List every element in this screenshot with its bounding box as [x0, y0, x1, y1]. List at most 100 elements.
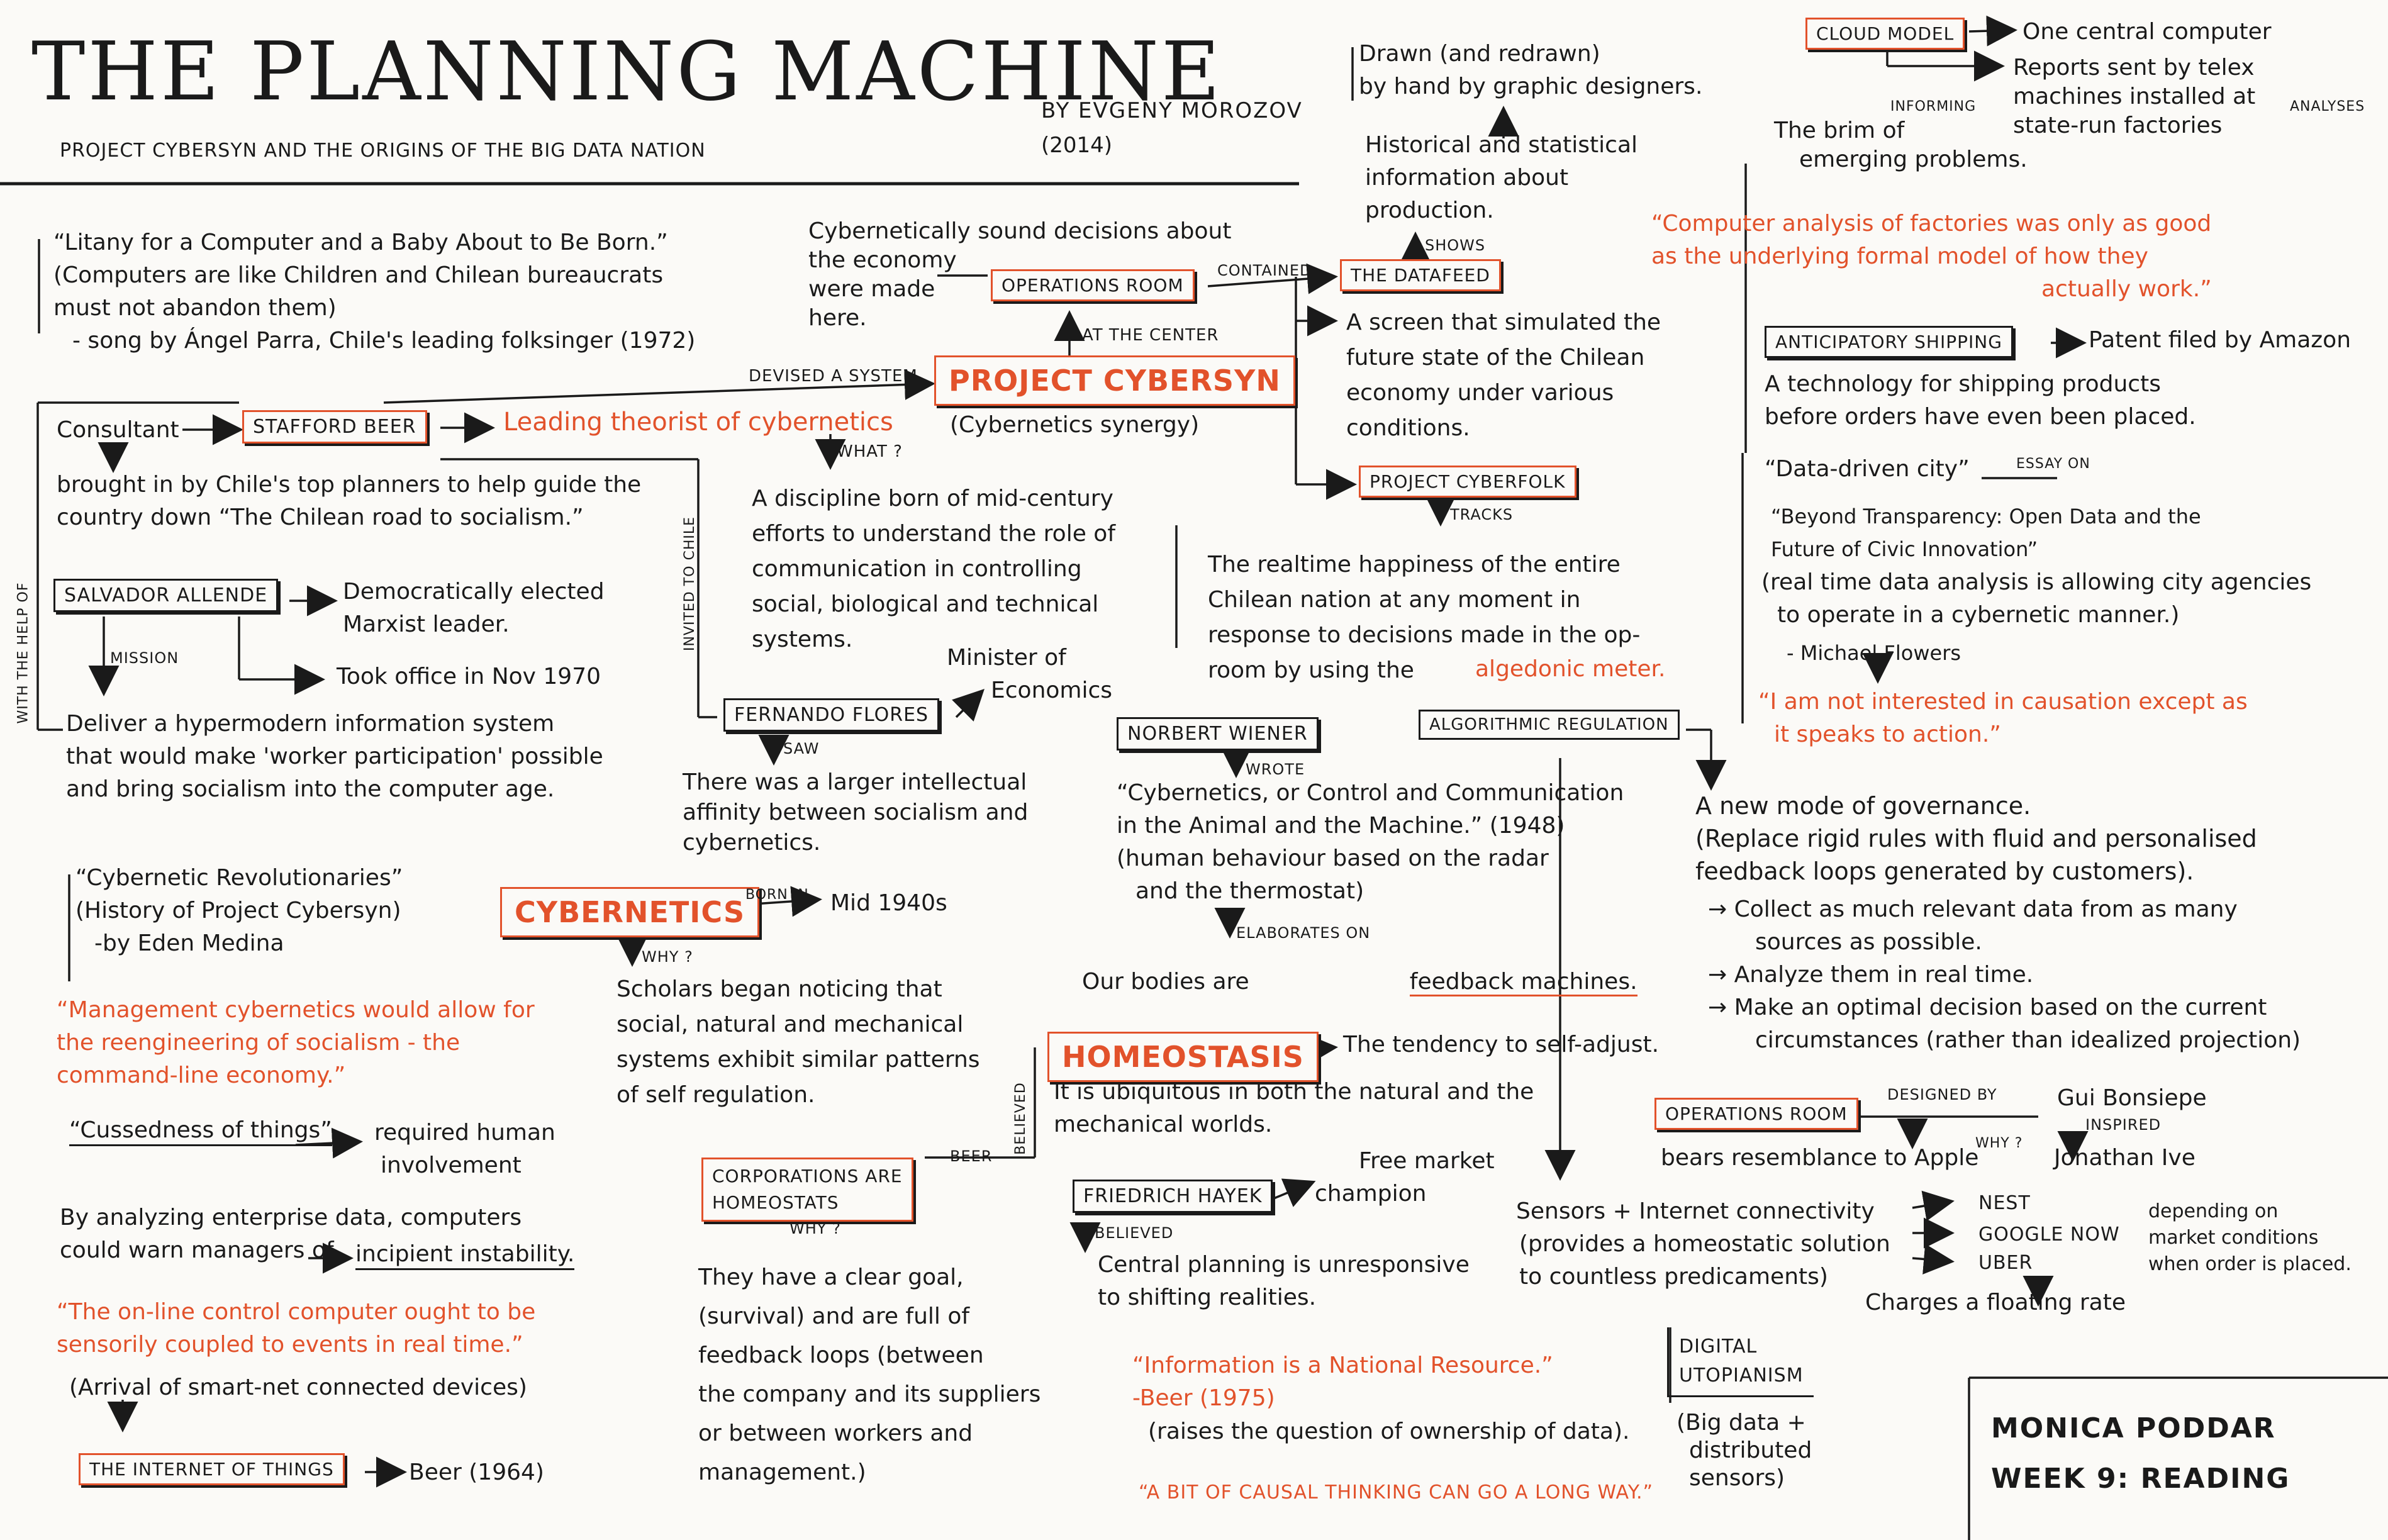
- discipline-desc: A discipline born of mid-century efforts…: [752, 481, 1115, 657]
- new-mode: A new mode of governance. (Replace rigid…: [1695, 790, 2257, 888]
- song-line: - song by Ángel Parra, Chile's leading f…: [72, 328, 696, 354]
- required-line: involvement: [381, 1152, 522, 1178]
- discipline-line: social, biological and technical: [752, 591, 1099, 617]
- cyber-sound: Cybernetically sound decisions about the…: [808, 217, 1231, 333]
- sensors-line: (provides a homeostatic solution: [1519, 1231, 1890, 1257]
- digital-utopianism-box: DIGITAL UTOPIANISM: [1667, 1327, 1814, 1397]
- designed-by-label: DESIGNED BY: [1887, 1086, 1997, 1103]
- brought-line: brought in by Chile's top planners to he…: [57, 472, 642, 498]
- drawn-line: by hand by graphic designers.: [1359, 74, 1703, 99]
- depending-line: when order is placed.: [2148, 1253, 2352, 1275]
- planning-line: to shifting realities.: [1098, 1285, 1317, 1310]
- jonathan-ive: Jonathan Ive: [2054, 1145, 2196, 1171]
- ubiquitous-line: It is ubiquitous in both the natural and…: [1054, 1079, 1534, 1105]
- gui-bonsiepe: Gui Bonsiepe: [2057, 1085, 2207, 1111]
- information-quote: “Information is a National Resource.” -B…: [1132, 1349, 1553, 1415]
- wrote-label: WROTE: [1246, 761, 1305, 778]
- mgmt-line: the reengineering of socialism - the: [57, 1030, 460, 1056]
- bears-resemblance: bears resemblance to Apple: [1661, 1145, 1979, 1171]
- digital-line: DIGITAL: [1679, 1336, 1758, 1358]
- book-line: -by Eden Medina: [94, 930, 284, 956]
- minister: Minister of Economics: [947, 642, 1112, 707]
- affinity-line: affinity between socialism and: [683, 800, 1029, 825]
- michael-flowers: - Michael Flowers: [1787, 641, 1961, 665]
- scholars-line: Scholars began noticing that: [617, 976, 942, 1002]
- believed-label: BELIEVED: [1012, 1082, 1029, 1155]
- causal-quote: “A BIT OF CAUSAL THINKING CAN GO A LONG …: [1139, 1481, 1654, 1504]
- reports: Reports sent by telex machines installed…: [2013, 53, 2255, 140]
- informing-label: INFORMING: [1890, 99, 1977, 114]
- with-help-of-label: WITH THE HELP OF: [15, 582, 31, 724]
- bigdata-line: distributed: [1689, 1437, 1812, 1463]
- took-office: Took office in Nov 1970: [337, 664, 601, 689]
- new-mode-line: A new mode of governance.: [1695, 792, 2031, 820]
- goal-line: (survival) and are full of: [698, 1303, 970, 1329]
- screen-line: conditions.: [1346, 415, 1470, 441]
- page-subtitle: PROJECT CYBERSYN AND THE ORIGINS OF THE …: [60, 140, 706, 162]
- corporations-box: CORPORATIONS ARE HOMEOSTATS: [701, 1158, 913, 1222]
- reports-line: state-run factories: [2013, 113, 2223, 138]
- goal-line: or between workers and: [698, 1420, 973, 1446]
- brim-line: The brim of: [1774, 118, 1905, 143]
- consultant-label: Consultant: [57, 417, 179, 443]
- book-line: (History of Project Cybersyn): [75, 898, 401, 923]
- screen-line: economy under various: [1346, 380, 1614, 406]
- computer-quote-line: “Computer analysis of factories was only…: [1651, 211, 2212, 237]
- minister-line: Minister of: [947, 645, 1066, 671]
- nest: NEST: [1978, 1192, 2031, 1214]
- mid-1940s: Mid 1940s: [830, 890, 947, 916]
- homeostasis-box: HOMEOSTASIS: [1047, 1032, 1319, 1082]
- allende-desc: Democratically elected Marxist leader.: [343, 576, 605, 641]
- wiener-line: in the Animal and the Machine.” (1948): [1117, 813, 1565, 839]
- stafford-beer-box: STAFFORD BEER: [242, 410, 427, 444]
- goal-line: management.): [698, 1459, 866, 1485]
- born-in-label: BORN IN: [745, 887, 809, 903]
- why2-label: WHY ?: [789, 1220, 841, 1237]
- depending-line: market conditions: [2148, 1227, 2319, 1249]
- analyses-label: ANALYSES: [2290, 99, 2365, 114]
- essay-on-label: ESSAY ON: [2016, 456, 2090, 472]
- algorithmic-regulation-box: ALGORITHMIC REGULATION: [1419, 710, 1680, 740]
- causation-line: it speaks to action.”: [1774, 722, 2001, 747]
- deliver-line: that would make 'worker participation' p…: [66, 744, 603, 769]
- sensors: Sensors + Internet connectivity (provide…: [1516, 1195, 1890, 1293]
- realtime-line: room by using the: [1208, 657, 1414, 683]
- free-market-line: champion: [1315, 1181, 1427, 1207]
- song-line: must not abandon them): [53, 295, 337, 321]
- feedback-line: feedback machines.: [1409, 969, 1638, 996]
- larger-affinity: There was a larger intellectual affinity…: [683, 767, 1028, 858]
- song-quote: “Litany for a Computer and a Baby About …: [53, 226, 695, 357]
- operations-room-box: OPERATIONS ROOM: [991, 269, 1195, 301]
- cyber-sound-line: were made: [808, 276, 935, 302]
- believed2-label: BELIEVED: [1095, 1224, 1174, 1242]
- realtime-line: response to decisions made in the op-: [1208, 622, 1641, 648]
- step-line: sources as possible.: [1755, 929, 1982, 955]
- causation-line: “I am not interested in causation except…: [1758, 689, 2248, 715]
- free-market: Free market champion: [1315, 1145, 1495, 1210]
- brim-line: emerging problems.: [1799, 147, 2028, 172]
- analyzing-line: By analyzing enterprise data, computers: [60, 1205, 522, 1230]
- drawn-by-hand: Drawn (and redrawn) by hand by graphic d…: [1359, 38, 1702, 103]
- cyber-sound-line: Cybernetically sound decisions about: [808, 218, 1232, 244]
- book-reference: “Cybernetic Revolutionaries” (History of…: [75, 862, 403, 960]
- goal-line: the company and its suppliers: [698, 1381, 1041, 1407]
- online-line: sensorily coupled to events in real time…: [57, 1332, 523, 1358]
- mission-label: MISSION: [110, 649, 179, 667]
- feedback-line: Our bodies are: [1082, 969, 1249, 995]
- clear-goal: They have a clear goal, (survival) and a…: [698, 1258, 1041, 1492]
- deliver-line: Deliver a hypermodern information system: [66, 711, 555, 737]
- sensors-line: to countless predicaments): [1519, 1264, 1828, 1290]
- saw-label: SAW: [783, 740, 820, 757]
- song-line: (Computers are like Children and Chilean…: [53, 262, 664, 288]
- realtime-happiness: The realtime happiness of the entire Chi…: [1208, 547, 1640, 688]
- causation-quote: “I am not interested in causation except…: [1758, 686, 2248, 751]
- historical-line: Historical and statistical: [1365, 132, 1638, 158]
- digital-line: UTOPIANISM: [1679, 1364, 1804, 1387]
- algorithmic-steps: → Collect as much relevant data from as …: [1708, 893, 2301, 1057]
- wiener-book: “Cybernetics, or Control and Communicati…: [1117, 777, 1624, 908]
- at-the-center-label: AT THE CENTER: [1082, 326, 1219, 345]
- realtime-city-line: (real time data analysis is allowing cit…: [1761, 569, 2312, 595]
- brought-line: country down “The Chilean road to social…: [57, 505, 584, 530]
- drawn-line: Drawn (and redrawn): [1359, 41, 1600, 67]
